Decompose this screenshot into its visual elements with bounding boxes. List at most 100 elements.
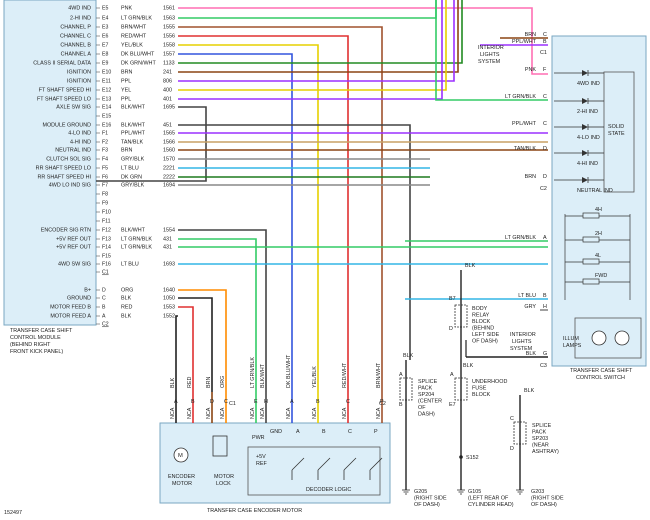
module-pin-id: E9: [102, 61, 108, 67]
module-pin-label: IGNITION: [67, 70, 91, 76]
body-relay-text-line: RELAY: [472, 313, 490, 319]
underhood-text-line: UNDERHOOD: [472, 379, 507, 385]
wire-color-name: DK GRN/WHT: [121, 61, 156, 67]
wire-color-name: LT GRN/BLK: [121, 16, 152, 22]
encoder-wire-pin: P: [380, 399, 384, 405]
underhood-text-line: BLOCK: [472, 392, 491, 398]
wire-circuit: 1693: [163, 262, 175, 268]
module-pin-id: A: [102, 314, 106, 320]
switch-connector-c2: C2: [540, 186, 547, 192]
wire-color-name: LT GRN/BLK: [121, 245, 152, 251]
module-pin-label: 4WD LO IND SIG: [49, 183, 91, 189]
g205-label: G205: [414, 489, 427, 495]
pwr-label: PWR: [252, 435, 265, 441]
module-pin-id: F6: [102, 175, 108, 181]
module-pin-id: E4: [102, 16, 108, 22]
body-relay-text-line: BODY: [472, 306, 488, 312]
indicator-led-icon: [582, 70, 588, 76]
illum-lamp-1: [591, 330, 607, 346]
sp203-text-line: PACK: [532, 430, 547, 436]
ground-wire-label: BLK: [465, 263, 476, 269]
switch-title-line-1: TRANSFER CASE SHIFT: [570, 368, 633, 374]
wire-blk-wht: [178, 229, 267, 392]
module-pin-label: 4-LO IND: [68, 131, 91, 137]
module-pin-id: F3: [102, 148, 108, 154]
motor-lock-coil: [212, 435, 228, 457]
wire-color-name: PPL: [121, 97, 131, 103]
module-pin-label: MOTOR FEED B: [50, 305, 91, 311]
switch-wire-name: LT BLU: [518, 293, 536, 299]
encoder-nca-label: NCA: [250, 407, 256, 419]
module-pin-label: 4WD SW SIG: [58, 262, 91, 268]
wire-circuit: 401: [163, 97, 172, 103]
wire-circuit: 1570: [163, 157, 175, 163]
encoder-wire-pin: E: [254, 399, 258, 405]
module-pin-id: F2: [102, 140, 108, 146]
wire-org: [178, 289, 227, 392]
module-pin-label: 4-HI IND: [70, 140, 91, 146]
interior-lights-top-1: INTERIOR: [478, 45, 504, 51]
wire-ppl: [178, 0, 443, 100]
module-pin-id: F4: [102, 157, 108, 163]
ground-symbol-icon: [402, 489, 410, 495]
module-pin-id: E13: [102, 97, 111, 103]
module-pin-id: F11: [102, 219, 111, 225]
switch-indicator-label: NEUTRAL IND: [577, 188, 613, 194]
module-pin-label: CHANNEL B: [60, 43, 91, 49]
wire-blk-wht: [178, 124, 411, 360]
encoder-wire-name: BLK/WHT: [260, 363, 266, 388]
decoder-channel-label: B: [322, 429, 326, 435]
encoder-wire-pin: B: [316, 399, 320, 405]
module-pin-id: E15: [102, 114, 111, 120]
encoder-motor-label-2: MOTOR: [172, 481, 192, 487]
wire-color-name: GRY/BLK: [121, 183, 145, 189]
sp204-text-line: PACK: [418, 386, 433, 392]
encoder-nca-label: NCA: [260, 407, 266, 419]
switch-wire-pin: B: [543, 39, 547, 45]
switch-connector-c1: C1: [540, 50, 547, 56]
switch-wire-pin: C: [543, 121, 547, 127]
wire-color-name: TAN/BLK: [121, 140, 143, 146]
switch-wire-name: TAN/BLK: [514, 146, 536, 152]
splice-pin: E7: [449, 402, 456, 408]
wire-ppl: [178, 0, 455, 82]
module-title-line-2: CONTROL MODULE: [10, 335, 61, 341]
module-pin-label: CHANNEL C: [60, 34, 91, 40]
wire-color-name: LT BLU: [121, 166, 139, 172]
switch-title-line-2: CONTROL SWITCH: [576, 375, 625, 381]
encoder-title: TRANSFER CASE ENCODER MOTOR: [207, 508, 302, 514]
switch-position-label: 2H: [595, 231, 602, 237]
wire-circuit: 1556: [163, 34, 175, 40]
wire-color-name: PPL/WHT: [121, 131, 146, 137]
sp203-text-line: (NEAR: [532, 443, 549, 449]
encoder-wire-name: BLK: [170, 377, 176, 388]
ref-label-2: REF: [256, 461, 267, 467]
wire-circuit: 1563: [163, 16, 175, 22]
switch-position-label: 4L: [595, 253, 601, 259]
module-pin-label: B+: [84, 288, 91, 294]
wire-lt-grn-blk: [178, 238, 257, 392]
wire-color-name: RED: [121, 305, 132, 311]
switch-indicator-label: 4WD IND: [577, 81, 600, 87]
encoder-nca-label: NCA: [312, 407, 318, 419]
switch-wire-pin: H: [543, 304, 547, 310]
wire-circuit: 1553: [163, 305, 175, 311]
wire-color-name: BLK/WHT: [121, 105, 146, 111]
encoder-wire-pin: A: [290, 399, 294, 405]
switch-feed-wire: [435, 0, 548, 101]
wire-color-name: BLK/WHT: [121, 123, 146, 129]
splice-pin: A: [450, 372, 454, 378]
encoder-wire-pin: C: [346, 399, 350, 405]
body-relay-text-line: OF DASH): [472, 339, 498, 345]
switch-position-label: 4H: [595, 207, 602, 213]
switch-wire-name: LT GRN/BLK: [505, 235, 536, 241]
switch-wire-pin: C: [543, 94, 547, 100]
wire-brn: [178, 0, 459, 73]
g105-label: G105: [468, 489, 481, 495]
switch-wire-name: LT GRN/BLK: [505, 94, 536, 100]
sp204-text-line: SP204: [418, 392, 434, 398]
wire-red: [178, 306, 194, 392]
encoder-wire-pin: B: [191, 399, 195, 405]
module-pin-id: E14: [102, 105, 111, 111]
sp203-text-line: SP203: [532, 436, 548, 442]
